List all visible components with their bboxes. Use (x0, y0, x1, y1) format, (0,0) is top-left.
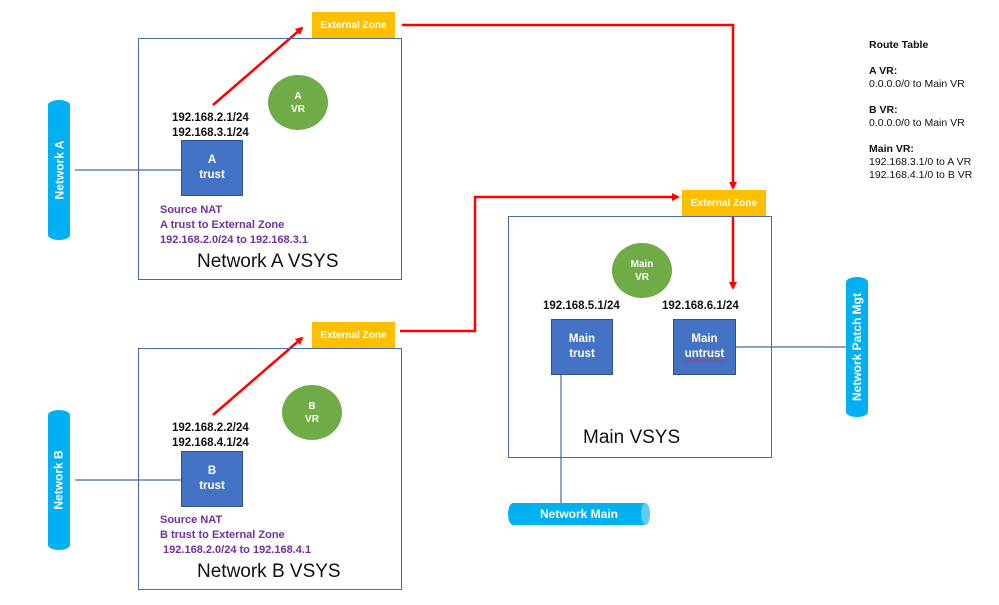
nat-rule-b: Source NAT B trust to External Zone 192.… (160, 513, 311, 558)
vsys-b-box (138, 348, 402, 590)
vr-a-line2: VR (291, 103, 305, 115)
b-trust-line1: B (207, 465, 217, 477)
main-untrust-ip: 192.168.6.1/24 (662, 300, 739, 312)
route-b-header: B VR: (869, 104, 898, 116)
nat-b-title: Source NAT (160, 514, 223, 526)
network-a: Network A (48, 100, 70, 240)
route-a-header: A VR: (869, 65, 898, 77)
vr-b-line2: VR (305, 413, 319, 425)
flow-zone-b-to-main-zone (400, 193, 680, 333)
a-trust-ips: 192.168.2.1/24 192.168.3.1/24 (172, 111, 249, 141)
network-b-label: Network B (52, 450, 66, 510)
network-patch-mgt: Network Patch Mgt (846, 277, 868, 417)
flow-b-trust-to-zone (212, 336, 304, 416)
vr-main-line2: VR (635, 271, 649, 283)
b-trust-ip-1: 192.168.2.2/24 (172, 422, 249, 434)
route-main-entry-2: 192.168.4.1/0 to B VR (869, 169, 973, 181)
vsys-a-box (138, 38, 402, 280)
a-trust-line1: A (207, 154, 217, 166)
network-a-label: Network A (52, 140, 66, 200)
main-untrust-line2: untrust (684, 348, 725, 360)
external-zone-main: External Zone (682, 190, 766, 216)
vr-main-line1: Main (630, 258, 654, 270)
vsys-main-box (508, 216, 772, 458)
vsys-a-title: Network A VSYS (197, 251, 339, 272)
nat-a-title: Source NAT (160, 204, 223, 216)
external-zone-b: External Zone (312, 322, 395, 348)
vr-b-line1: B (308, 400, 316, 412)
main-trust-line1: Main (568, 333, 596, 345)
network-main-cap (641, 503, 650, 525)
interface-a-trust: A trust (181, 140, 243, 196)
route-main-header: Main VR: (869, 143, 914, 155)
interface-main-untrust: Main untrust (673, 319, 736, 375)
nat-rule-a: Source NAT A trust to External Zone 192.… (160, 203, 308, 248)
nat-b-rule: B trust to External Zone (160, 529, 285, 541)
route-table-title: Route Table (869, 39, 929, 51)
main-trust-ip: 192.168.5.1/24 (543, 300, 620, 312)
a-trust-line2: trust (199, 169, 225, 181)
network-patch-mgt-label: Network Patch Mgt (850, 292, 865, 402)
b-trust-ip-2: 192.168.4.1/24 (172, 437, 249, 449)
main-untrust-line1: Main (691, 333, 718, 345)
network-b: Network B (48, 410, 70, 550)
network-main: Network Main (508, 503, 650, 525)
nat-a-rule: A trust to External Zone (160, 219, 285, 231)
nat-a-translation: 192.168.2.0/24 to 192.168.3.1 (160, 234, 309, 246)
route-a-entry: 0.0.0.0/0 to Main VR (869, 78, 965, 90)
vr-a: A VR (268, 75, 328, 130)
a-trust-ip-2: 192.168.3.1/24 (172, 127, 249, 139)
vsys-main-title: Main VSYS (583, 427, 681, 448)
a-trust-ip-1: 192.168.2.1/24 (172, 112, 249, 124)
external-zone-a: External Zone (312, 12, 395, 38)
route-table: Route Table A VR: 0.0.0.0/0 to Main VR B… (869, 39, 972, 182)
vr-main: Main VR (612, 243, 672, 298)
interface-main-trust: Main trust (551, 319, 613, 375)
interface-b-trust: B trust (181, 451, 243, 507)
vr-b: B VR (282, 385, 342, 440)
flow-zone-a-to-main-zone (402, 23, 737, 190)
b-trust-line2: trust (199, 480, 225, 492)
network-main-label: Network Main (539, 507, 618, 521)
main-trust-line2: trust (569, 348, 595, 360)
vsys-b-title: Network B VSYS (197, 561, 341, 582)
route-b-entry: 0.0.0.0/0 to Main VR (869, 117, 965, 129)
b-trust-ips: 192.168.2.2/24 192.168.4.1/24 (172, 421, 249, 451)
route-main-entry-1: 192.168.3.1/0 to A VR (869, 156, 972, 168)
vr-a-line1: A (294, 90, 302, 102)
nat-b-translation: 192.168.2.0/24 to 192.168.4.1 (160, 544, 312, 556)
flow-a-trust-to-zone (212, 26, 304, 106)
